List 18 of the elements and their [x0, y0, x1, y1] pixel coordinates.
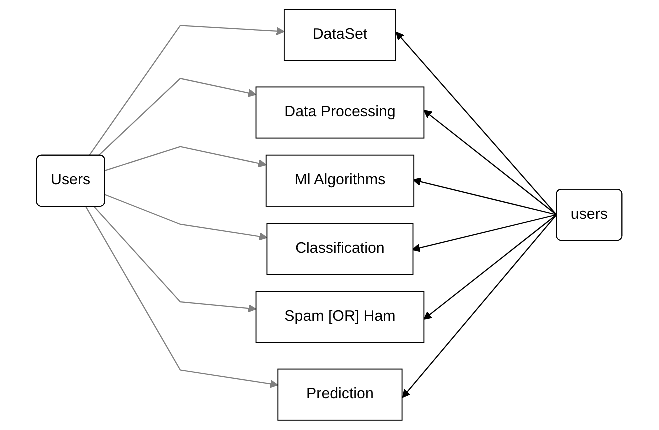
arrow [396, 32, 558, 216]
arrow [94, 206, 257, 313]
arrow [105, 194, 268, 241]
arrow [412, 214, 557, 252]
arrow [412, 178, 557, 216]
arrow [424, 110, 558, 216]
arrow [86, 206, 279, 388]
node-box: Classification [266, 223, 414, 276]
node-box: Spam [OR] Ham [256, 291, 425, 344]
arrow [402, 214, 558, 398]
node-box: DataSet [284, 9, 396, 62]
node-box: Data Processing [256, 86, 425, 139]
arrow [88, 25, 285, 156]
arrow [424, 214, 558, 320]
arrow [98, 78, 257, 156]
arrow [105, 146, 267, 172]
node-box: Ml Algorithms [266, 154, 415, 207]
node-box: Prediction [278, 368, 403, 421]
